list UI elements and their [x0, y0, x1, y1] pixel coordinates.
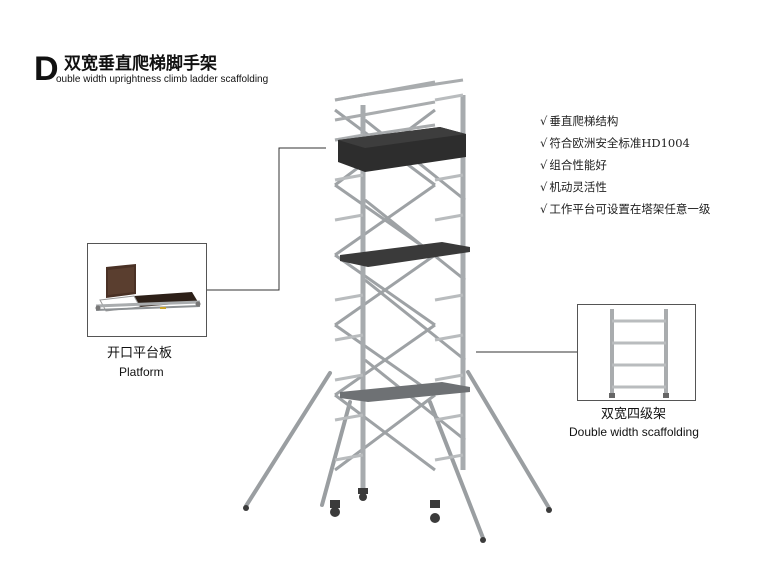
check-icon: √ — [540, 158, 548, 172]
platform-inset-box — [87, 243, 207, 337]
platform-callout-line — [206, 147, 326, 291]
platform-board-image — [95, 264, 201, 312]
feature-item: √工作平台可设置在塔架任意一级 — [540, 202, 711, 216]
double-width-frame-image — [609, 309, 669, 398]
frame-label-en: Double width scaffolding — [569, 425, 699, 439]
platform-label-cn: 开口平台板 — [107, 346, 173, 361]
frame-label-cn: 双宽四级架 — [601, 407, 667, 422]
title-chinese: 双宽垂直爬梯脚手架 — [64, 54, 217, 74]
check-icon: √ — [540, 180, 548, 194]
feature-item: √垂直爬梯结构 — [540, 114, 619, 128]
feature-list: √垂直爬梯结构 √符合欧洲安全标准HD1004 √组合性能好 √机动灵活性 √工… — [540, 110, 710, 220]
title-initial: D — [34, 50, 59, 88]
lower-platform-deck — [340, 382, 470, 402]
castor-wheels — [243, 488, 552, 543]
middle-platform-deck — [340, 242, 470, 267]
feature-item: √符合欧洲安全标准HD1004 — [540, 136, 690, 150]
check-icon: √ — [540, 114, 548, 128]
guard-rails — [334, 78, 464, 142]
feature-item: √机动灵活性 — [540, 180, 607, 194]
feature-item: √组合性能好 — [540, 158, 607, 172]
check-icon: √ — [540, 202, 548, 216]
frame-inset-box — [577, 304, 696, 401]
title-english: ouble width uprightness climb ladder sca… — [56, 74, 269, 85]
platform-label-en: Platform — [119, 365, 164, 379]
upper-platform-deck — [338, 127, 466, 172]
diagonal-braces — [334, 108, 466, 472]
product-title: D 双宽垂直爬梯脚手架 ouble width uprightness clim… — [34, 52, 354, 92]
check-icon: √ — [540, 136, 548, 150]
